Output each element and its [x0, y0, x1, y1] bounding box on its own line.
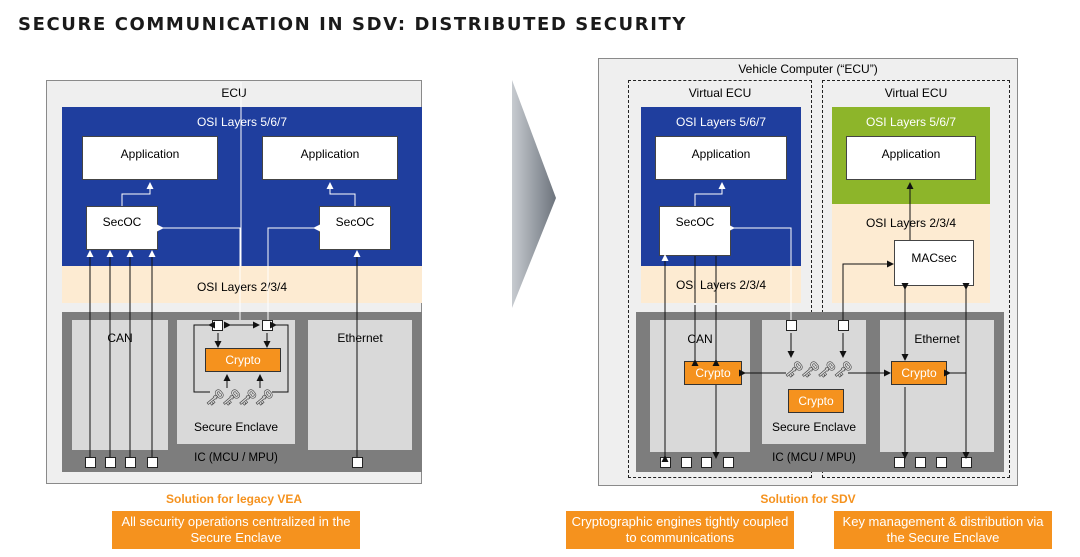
ethernet-label-right: Ethernet: [914, 332, 960, 346]
secoc-box-right: SecOC: [319, 206, 391, 250]
ic-label-right: IC (MCU / MPU): [772, 452, 856, 464]
sdv-caption-box-left: Cryptographic engines tightly coupled to…: [566, 511, 794, 549]
application-label: Application: [881, 147, 941, 161]
ethernet-label: Ethernet: [337, 331, 383, 345]
secure-enclave-panel-right: [762, 320, 866, 444]
crypto-box-can: Crypto: [684, 361, 742, 385]
pin-square: [723, 457, 734, 468]
osi-upper-left-label: OSI Layers 5/6/7: [675, 115, 767, 129]
legacy-caption-heading: Solution for legacy VEA: [165, 492, 303, 506]
secoc-box-left: SecOC: [86, 206, 158, 250]
key-cluster-icon: 🗝🗝🗝🗝: [205, 390, 274, 407]
crypto-box: Crypto: [205, 348, 281, 372]
application-label: Application: [691, 147, 751, 161]
crypto-box-enclave: Crypto: [788, 389, 844, 413]
pin-square: [352, 457, 363, 468]
osi-lower-left-label: OSI Layers 2/3/4: [675, 278, 767, 292]
pin-square: [125, 457, 136, 468]
application-box-vecu-left: Application: [655, 136, 787, 180]
pin-square: [681, 457, 692, 468]
sdv-caption-right-text: Key management & distribution via the Se…: [842, 514, 1044, 545]
secoc-label: SecOC: [102, 215, 142, 229]
osi-upper-right-label: OSI Layers 5/6/7: [865, 115, 957, 129]
vehicle-computer-label: Vehicle Computer (“ECU”): [738, 62, 878, 76]
pin-square: [961, 457, 972, 468]
pin-square: [660, 457, 671, 468]
pin-square: [147, 457, 158, 468]
secure-enclave-label: Secure Enclave: [193, 420, 279, 434]
secoc-label: SecOC: [675, 215, 715, 229]
virtual-ecu-left-label: Virtual ECU: [688, 86, 752, 100]
sdv-caption-left-text: Cryptographic engines tightly coupled to…: [571, 514, 789, 545]
application-box-right: Application: [262, 136, 398, 180]
application-label: Application: [300, 147, 360, 161]
virtual-ecu-right-label: Virtual ECU: [884, 86, 948, 100]
pin-square: [701, 457, 712, 468]
crypto-box-ethernet: Crypto: [891, 361, 947, 385]
legacy-caption-box: All security operations centralized in t…: [112, 511, 360, 549]
virtual-ecu-left-frame: [628, 80, 812, 478]
legacy-caption-text: All security operations centralized in t…: [121, 514, 351, 545]
application-box-vecu-right: Application: [846, 136, 976, 180]
port-square: [838, 320, 849, 331]
crypto-label: Crypto: [225, 353, 261, 367]
secoc-box: SecOC: [659, 206, 731, 256]
pin-square: [936, 457, 947, 468]
pin-square: [105, 457, 116, 468]
osi-lower-right-label: OSI Layers 2/3/4: [865, 216, 957, 230]
macsec-box: MACsec: [894, 240, 974, 286]
macsec-label: MACsec: [911, 251, 957, 265]
can-label: CAN: [107, 331, 133, 345]
crypto-label: Crypto: [695, 366, 731, 380]
page-title: SECURE COMMUNICATION IN SDV: DISTRIBUTED…: [18, 14, 688, 35]
pin-square: [915, 457, 926, 468]
pin-square: [85, 457, 96, 468]
application-box-left: Application: [82, 136, 218, 180]
ecu-label: ECU: [221, 86, 247, 100]
ethernet-panel-right: [880, 320, 994, 452]
osi-lower-label: OSI Layers 2/3/4: [196, 280, 288, 294]
osi-upper-label: OSI Layers 5/6/7: [196, 115, 288, 129]
sdv-caption-heading: Solution for SDV: [760, 492, 856, 506]
can-label-right: CAN: [687, 332, 713, 346]
application-label: Application: [120, 147, 180, 161]
ic-label: IC (MCU / MPU): [194, 452, 278, 464]
secoc-label: SecOC: [335, 215, 375, 229]
port-square: [262, 320, 273, 331]
sdv-caption-box-right: Key management & distribution via the Se…: [834, 511, 1052, 549]
pin-square: [894, 457, 905, 468]
secure-enclave-label-right: Secure Enclave: [771, 420, 857, 434]
virtual-ecu-right-frame: [822, 80, 1010, 478]
chevron-right-arrow-icon: [512, 80, 556, 308]
osi-lower-panel: [62, 266, 422, 303]
port-square: [786, 320, 797, 331]
crypto-label: Crypto: [798, 394, 834, 408]
key-cluster-icon: 🗝🗝🗝🗝: [784, 362, 853, 379]
crypto-label: Crypto: [901, 366, 937, 380]
ethernet-panel: [308, 320, 412, 450]
port-square: [212, 320, 223, 331]
